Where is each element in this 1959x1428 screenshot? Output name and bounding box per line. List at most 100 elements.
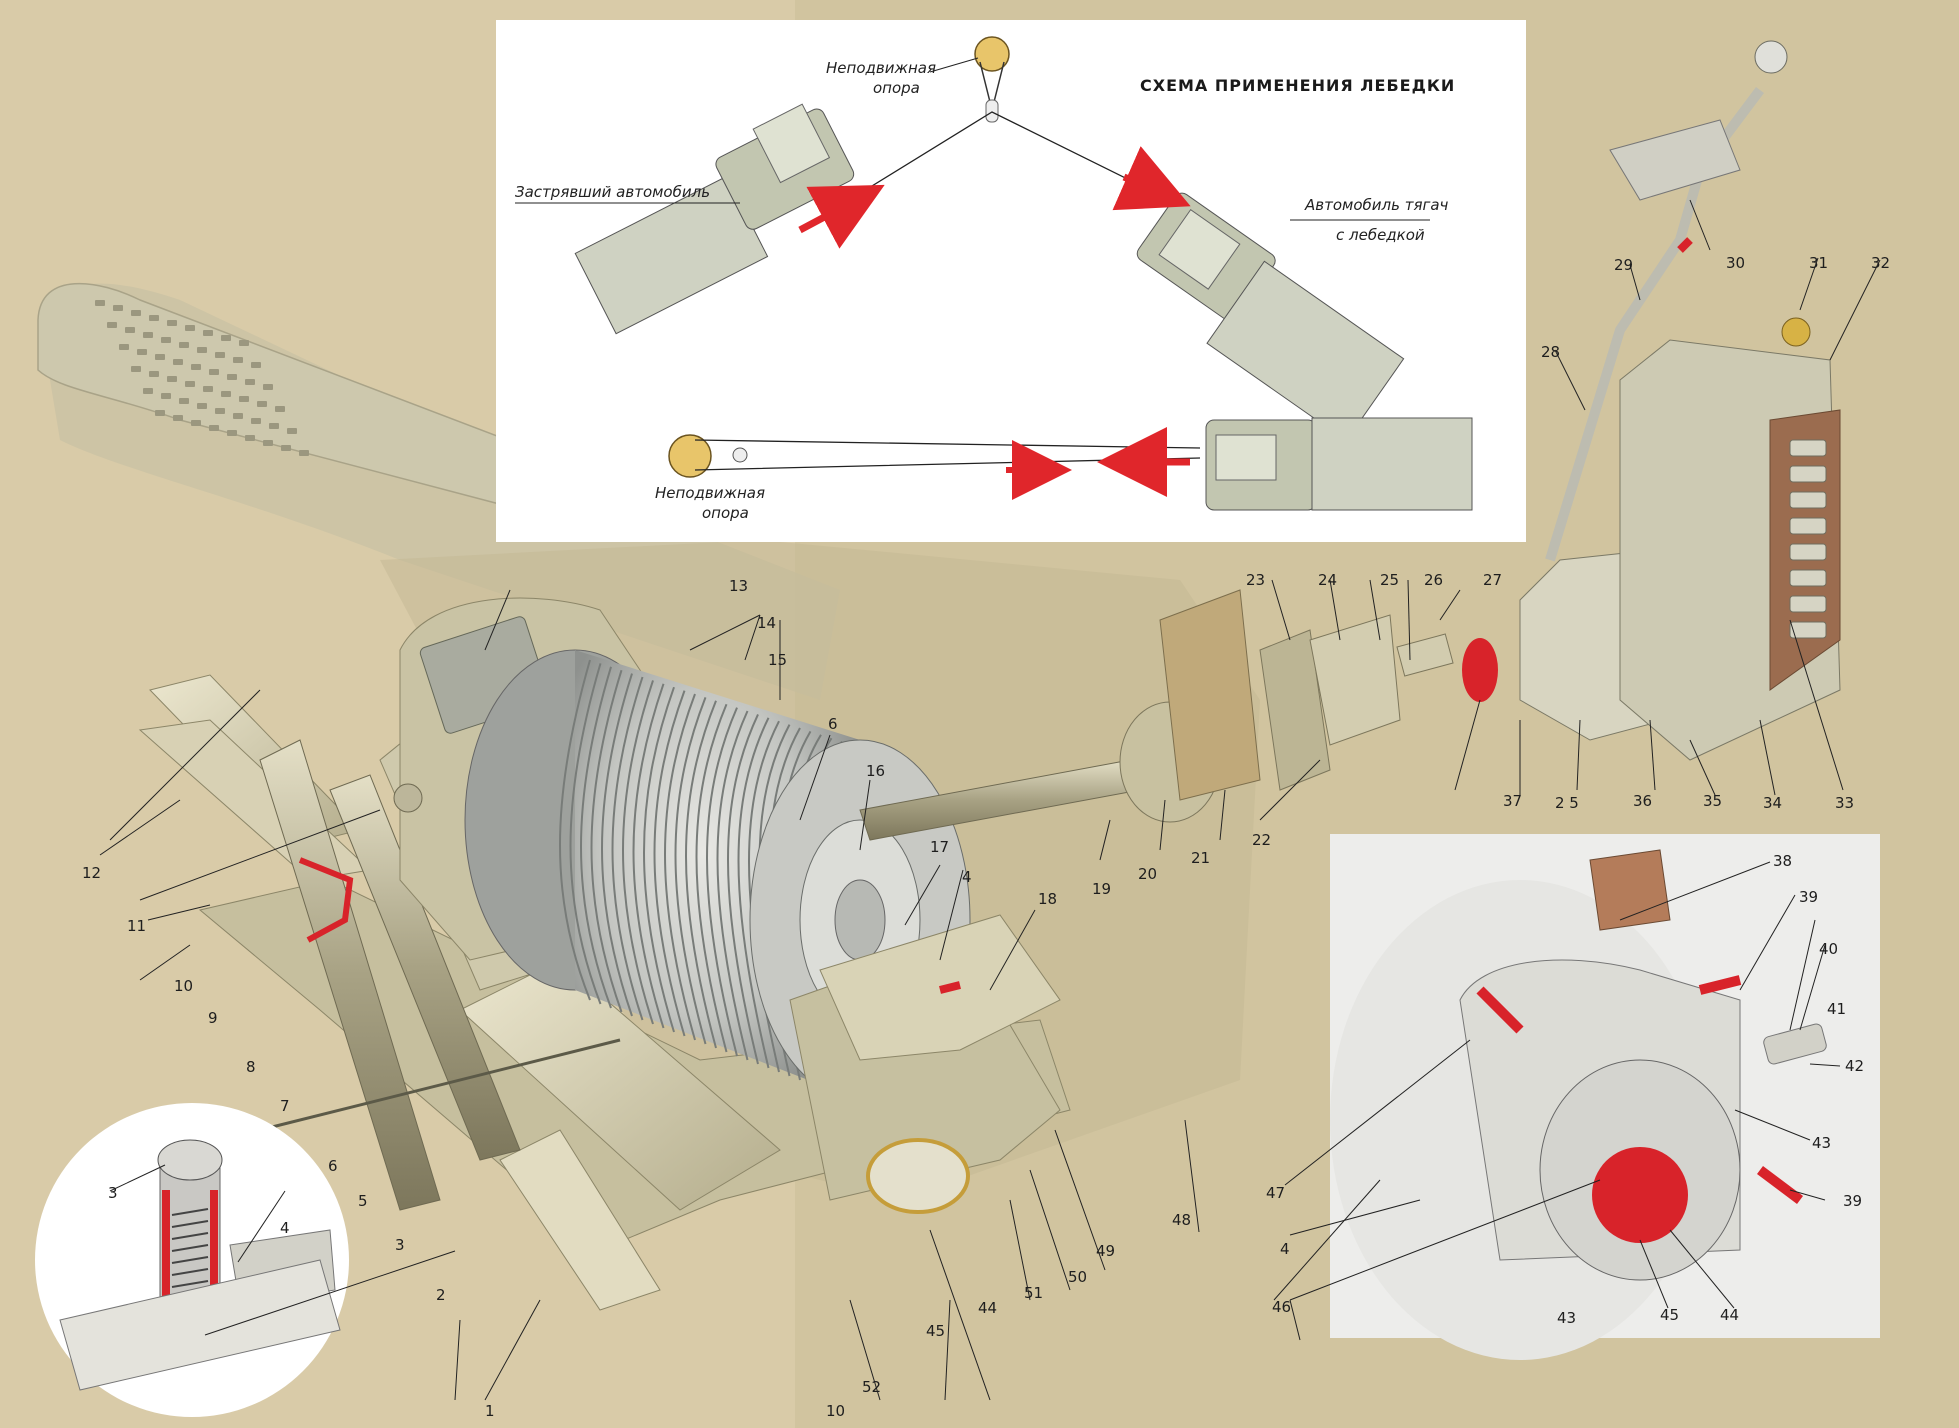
fender-hole	[167, 320, 177, 326]
callout-47: 47	[1266, 1184, 1285, 1202]
callout-13: 13	[729, 577, 748, 595]
callout-17: 17	[930, 838, 949, 856]
callouts: 1 2 3 3 4 4 4 5 6 6 7 8 9 10 10 11 12 13…	[82, 254, 1890, 1420]
inset-detail-circle	[35, 1103, 349, 1417]
fender-hole	[221, 335, 231, 341]
fender-hole	[149, 315, 159, 321]
fender-hole	[215, 352, 225, 358]
fender-hole	[167, 376, 177, 382]
cable-wrap	[590, 669, 623, 1013]
callout-35: 35	[1703, 792, 1722, 810]
cable-wrap	[643, 686, 675, 1033]
cable-wrap	[569, 663, 602, 1005]
fender-hole	[161, 393, 171, 399]
callout-28: 28	[1541, 343, 1560, 361]
fixed-support-bottom-line1: Неподвижная	[655, 484, 765, 502]
power-take-off	[1462, 317, 1841, 761]
callout-10: 10	[174, 977, 193, 995]
callout-46: 46	[1272, 1298, 1291, 1316]
spring-coil	[171, 1232, 209, 1240]
fender-hole	[197, 403, 207, 409]
callout-4-box: 4	[1280, 1240, 1290, 1258]
fender-hole	[263, 384, 273, 390]
callout-27: 27	[1483, 571, 1502, 589]
fender-hole	[161, 337, 171, 343]
fender-hole	[281, 445, 291, 451]
callout-25: 25	[1380, 571, 1399, 589]
callout-50: 50	[1068, 1268, 1087, 1286]
cable-wrap	[737, 717, 770, 1069]
cable-wrap	[632, 683, 665, 1029]
fender-hole	[251, 418, 261, 424]
fender-hole	[299, 450, 309, 456]
fender-hole	[137, 349, 147, 355]
fender-hole	[113, 305, 123, 311]
cable-wrap	[664, 693, 696, 1041]
callout-40: 40	[1819, 940, 1838, 958]
callout-41: 41	[1827, 1000, 1846, 1018]
callout-36: 36	[1633, 792, 1652, 810]
fender-hole	[287, 428, 297, 434]
fixed-support-bottom	[668, 434, 712, 478]
callout-22: 22	[1252, 831, 1271, 849]
fender-hole	[221, 391, 231, 397]
cable-wrap	[685, 700, 717, 1049]
cable-wrap	[716, 710, 749, 1061]
spring-coil	[171, 1280, 209, 1288]
callout-44-box: 44	[1720, 1306, 1739, 1324]
fender-hole	[143, 332, 153, 338]
callout-44: 44	[978, 1299, 997, 1317]
spring-coil	[171, 1268, 209, 1276]
fender-hole	[173, 359, 183, 365]
fender-hole	[131, 366, 141, 372]
tow-vehicle-line2: с лебедкой	[1336, 226, 1425, 244]
fender-hole	[107, 322, 117, 328]
callout-1: 1	[485, 1402, 495, 1420]
gear-tooth	[1789, 543, 1827, 561]
fender-hole	[179, 342, 189, 348]
callout-37: 37	[1503, 792, 1522, 810]
callout-34: 34	[1763, 794, 1782, 812]
gear-tooth	[1789, 465, 1827, 483]
gear-tooth	[1789, 621, 1827, 639]
callout-24: 24	[1318, 571, 1337, 589]
cable	[259, 1038, 621, 1132]
drum-end-bracket	[789, 914, 1061, 1214]
fender-hole	[227, 430, 237, 436]
callout-45-box: 45	[1660, 1306, 1679, 1324]
tow-vehicle-upper	[1136, 192, 1405, 442]
fender-hole	[131, 310, 141, 316]
callout-49: 49	[1096, 1242, 1115, 1260]
callout-7: 7	[280, 1097, 290, 1115]
callout-3-inset: 3	[108, 1184, 118, 1202]
callout-38: 38	[1773, 852, 1792, 870]
fender-hole	[251, 362, 261, 368]
cable-wrap	[580, 666, 612, 1009]
drive-shaft	[859, 589, 1454, 841]
fender-hole	[233, 413, 243, 419]
fender-hole	[197, 347, 207, 353]
callout-14: 14	[757, 614, 776, 632]
callout-6: 6	[328, 1157, 338, 1175]
fender-hole	[233, 357, 243, 363]
fender-hole	[179, 398, 189, 404]
fender-hole	[125, 327, 135, 333]
tow-vehicle-line1: Автомобиль тягач	[1304, 196, 1449, 214]
fender-hole	[185, 381, 195, 387]
fender-hole	[149, 371, 159, 377]
callout-8: 8	[246, 1058, 256, 1076]
fender-hole	[143, 388, 153, 394]
spring-coil	[171, 1256, 209, 1264]
fender-hole	[257, 401, 267, 407]
callout-16: 16	[866, 762, 885, 780]
cable-wrap	[674, 697, 707, 1045]
cable-wrap	[559, 659, 591, 1001]
stuck-vehicle	[574, 103, 855, 335]
callout-3: 3	[395, 1236, 405, 1254]
callout-23: 23	[1246, 571, 1265, 589]
callout-43-right: 43	[1812, 1134, 1831, 1152]
callout-9: 9	[208, 1009, 218, 1027]
callout-33: 33	[1835, 794, 1854, 812]
fender-hole	[191, 364, 201, 370]
